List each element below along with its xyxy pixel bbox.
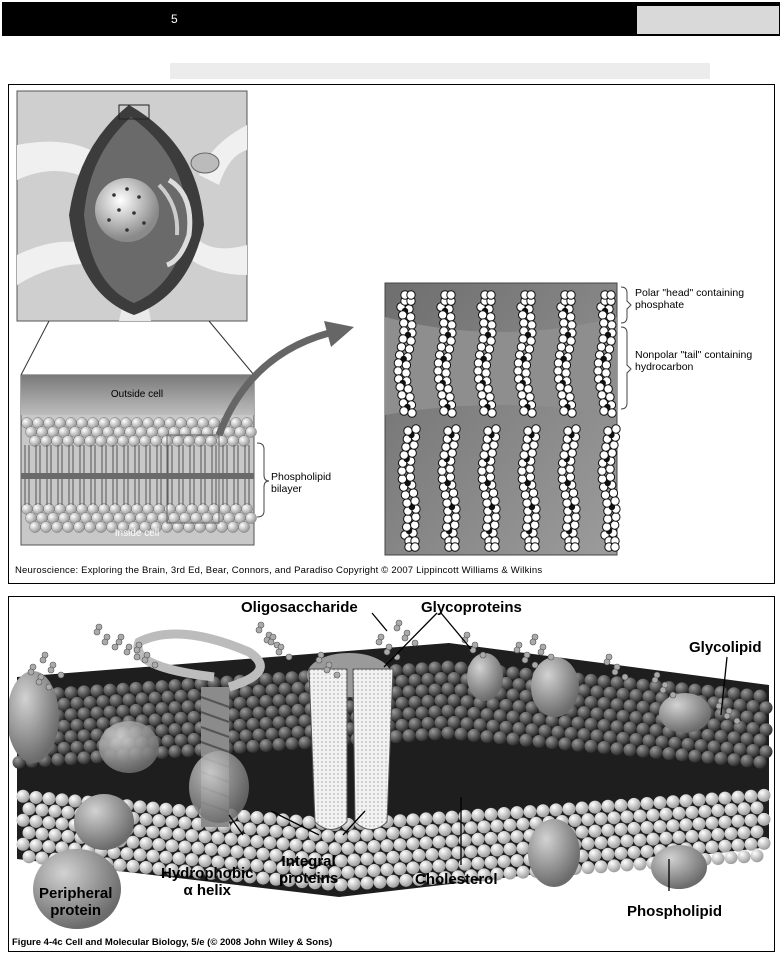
nonpolar-tail-label: Nonpolar "tail" containing hydrocarbon — [635, 349, 753, 373]
oligosaccharide-label: Oligosaccharide — [241, 599, 358, 616]
bilayer-illustration — [20, 374, 257, 546]
integral-proteins-label: Integral proteins — [279, 853, 339, 887]
cholesterol-label: Cholesterol — [415, 871, 498, 888]
glycolipid-label: Glycolipid — [689, 639, 762, 656]
figure-credit: Neuroscience: Exploring the Brain, 3rd E… — [15, 565, 543, 576]
plasma-membrane-figure: Oligosaccharide Glycoproteins Glycolipid… — [8, 596, 775, 952]
hydrophobic-helix-label: Hydrophobic α helix — [161, 865, 254, 899]
header-tab — [637, 6, 779, 34]
slide-header-bar: 5 — [2, 2, 780, 36]
neuron-cell-illustration — [16, 90, 248, 322]
phospholipid-label: Phospholipid — [627, 903, 722, 920]
plasma-membrane-illustration — [9, 612, 773, 929]
neuron-membrane-figure: Outside cell Inside cell Phospholipid bi… — [8, 84, 775, 584]
page-number: 5 — [171, 12, 178, 26]
figure-credit: Figure 4-4c Cell and Molecular Biology, … — [12, 937, 333, 948]
peripheral-protein-label: Peripheral protein — [39, 885, 113, 919]
glycoproteins-label: Glycoproteins — [421, 599, 522, 616]
phospholipid-bilayer-label: Phospholipid bilayer — [271, 471, 332, 495]
inside-cell-label: Inside cell — [115, 528, 159, 539]
polar-head-label: Polar "head" containing phosphate — [635, 287, 745, 311]
neuron-membrane-illustration: Outside cell Inside cell — [16, 90, 632, 556]
title-placeholder-strip — [170, 63, 710, 79]
phospholipid-detail-illustration — [384, 282, 621, 556]
outside-cell-label: Outside cell — [111, 389, 163, 400]
